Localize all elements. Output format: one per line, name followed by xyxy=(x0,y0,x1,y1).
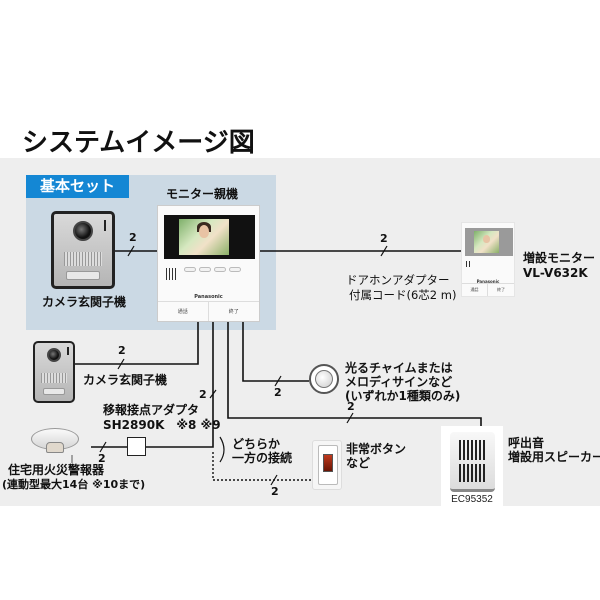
brand-label: Panasonic xyxy=(194,294,223,300)
sub-monitor-model: VL-V632K xyxy=(523,266,588,280)
brand-label: Panasonic xyxy=(476,279,500,284)
wire-count: 2 xyxy=(199,388,207,401)
chime-label-line1: 光るチャイムまたは xyxy=(345,361,453,375)
fire-alarm-note: (連動型最大14台 ※10まで) xyxy=(2,478,146,491)
adapter-model: SH2890K ※8 ※9 xyxy=(103,418,221,432)
cable-spec: 付属コード(6芯2 m) xyxy=(349,288,457,302)
either-label-line1: どちらか xyxy=(232,437,281,451)
extra-camera-label: カメラ玄関子機 xyxy=(83,373,168,387)
emergency-label-line1: 非常ボタン xyxy=(346,442,407,456)
wire-count: 2 xyxy=(98,452,106,465)
end-button: 終了 xyxy=(497,287,505,292)
speaker-label-line1: 呼出音 xyxy=(508,436,545,450)
either-label-line2: 一方の接続 xyxy=(232,451,293,465)
speaker-model: EC95352 xyxy=(451,494,493,505)
cable-label: ドアホンアダプター xyxy=(346,273,450,287)
monitor-label: モニター親機 xyxy=(166,187,239,201)
main-monitor-icon: Panasonic 通話 終了 xyxy=(157,205,260,322)
wire-count: 2 xyxy=(129,231,137,244)
wire-count: 2 xyxy=(347,400,355,413)
adapter-box-icon xyxy=(127,437,146,456)
adapter-label: 移報接点アダプタ xyxy=(103,403,200,417)
talk-button: 通話 xyxy=(158,302,209,321)
wire-count: 2 xyxy=(380,232,388,245)
speaker-label-line2: 増設用スピーカー xyxy=(508,450,600,464)
speaker-box: EC95352 xyxy=(441,426,503,510)
wire-count: 2 xyxy=(274,386,282,399)
wire-count: 2 xyxy=(118,344,126,357)
page-title: システムイメージ図 xyxy=(22,128,255,158)
chime-icon xyxy=(309,364,339,394)
chime-label-line3: (いずれか1種類のみ) xyxy=(345,389,461,403)
fire-alarm-label: 住宅用火災警報器 xyxy=(8,463,105,477)
wire-count: 2 xyxy=(271,485,279,498)
sub-monitor-label: 増設モニター xyxy=(523,251,596,265)
emergency-label-line2: など xyxy=(346,456,371,470)
fire-alarm-icon xyxy=(31,428,79,456)
chime-label-line2: メロディサインなど xyxy=(345,375,453,389)
camera-label: カメラ玄関子機 xyxy=(42,295,127,309)
camera-doorstation-icon xyxy=(51,211,115,289)
extra-camera-icon xyxy=(33,341,75,403)
speaker-icon xyxy=(450,432,495,492)
sub-monitor-icon: Panasonic 通話 終了 xyxy=(461,222,515,297)
talk-button: 通話 xyxy=(462,284,488,296)
end-button: 終了 xyxy=(228,309,239,315)
emergency-button-icon xyxy=(312,440,342,490)
basic-set-tag: 基本セット xyxy=(26,175,129,198)
